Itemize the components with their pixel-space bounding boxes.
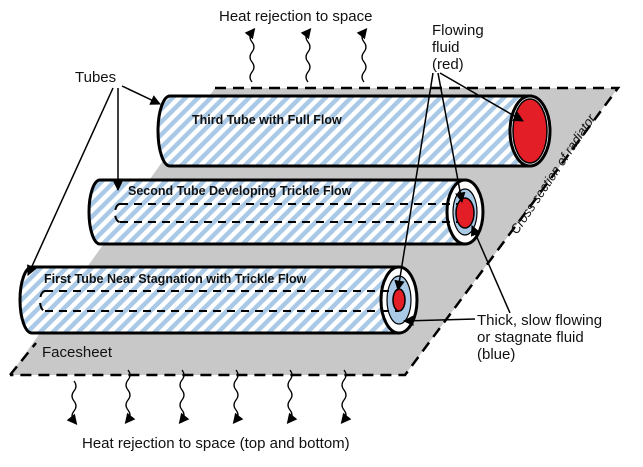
heat-rejection-top-label: Heat rejection to space xyxy=(219,8,372,25)
wavy-arrow-icon xyxy=(178,369,190,425)
wavy-arrow-icon xyxy=(340,369,352,425)
tube-third-label: Third Tube with Full Flow xyxy=(192,113,342,127)
stagnant-fluid-line-2: or stagnate fluid xyxy=(477,329,584,346)
flowing-fluid-line-3: (red) xyxy=(432,56,464,73)
heat-arrows-top xyxy=(244,27,368,83)
flowing-fluid-leader-lines xyxy=(394,72,524,292)
heat-arrows-bottom xyxy=(66,369,352,426)
tube-second: Second Tube Developing Trickle Flow xyxy=(87,178,485,246)
wavy-arrow-icon xyxy=(300,27,312,83)
flowing-fluid-line-1: Flowing xyxy=(432,22,484,39)
wavy-arrow-icon xyxy=(66,380,78,426)
tube-third: Third Tube with Full Flow xyxy=(156,94,552,168)
stagnant-fluid-line-1: Thick, slow flowing xyxy=(477,312,602,329)
facesheet-left-edge xyxy=(9,342,37,376)
wavy-arrow-icon xyxy=(286,369,298,425)
trickle-flow-second xyxy=(114,203,465,223)
wavy-arrow-icon xyxy=(244,27,256,83)
wavy-arrow-icon xyxy=(124,369,136,425)
tubes-label: Tubes xyxy=(75,69,116,86)
tube-first: First Tube Near Stagnation with Trickle … xyxy=(18,265,419,335)
stagnant-fluid-leader-lines xyxy=(402,225,511,326)
tube-second-label: Second Tube Developing Trickle Flow xyxy=(128,184,352,198)
wavy-arrow-icon xyxy=(356,27,368,83)
tube-first-label: First Tube Near Stagnation with Trickle … xyxy=(44,272,307,286)
heat-rejection-bottom-label: Heat rejection to space (top and bottom) xyxy=(82,435,350,452)
flowing-fluid-third xyxy=(512,98,548,164)
trickle-flow-first xyxy=(39,290,399,312)
facesheet-label: Facesheet xyxy=(42,344,113,361)
stagnant-fluid-label: Thick, slow flowing or stagnate fluid (b… xyxy=(477,312,606,363)
flowing-fluid-label: Flowing fluid (red) xyxy=(432,22,488,73)
facesheet-top-edge xyxy=(10,86,621,377)
flowing-fluid-line-2: fluid xyxy=(432,39,460,56)
flowing-fluid-first xyxy=(392,288,406,312)
tubes-leader-lines xyxy=(27,85,161,276)
stagnant-fluid-line-3: (blue) xyxy=(477,346,515,363)
flowing-fluid-second xyxy=(455,197,475,229)
wavy-arrow-icon xyxy=(232,369,244,425)
